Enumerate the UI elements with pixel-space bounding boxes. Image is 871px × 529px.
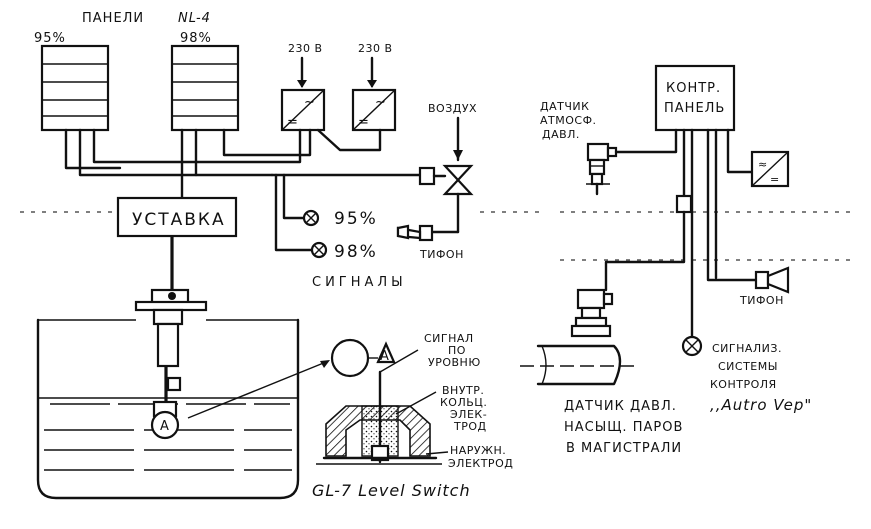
level-switch-caption: GL-7 Level Switch — [312, 481, 471, 500]
converter-right: ≈ = — [750, 150, 790, 188]
converter-symbol: ≈ — [758, 158, 768, 171]
control-panel-line1: КОНТР. — [666, 81, 721, 96]
air-valve: ВОЗДУХ — [418, 102, 477, 234]
panel-right-value: 98% — [180, 31, 212, 46]
converter-symbol: = — [770, 173, 780, 186]
lamp-1-value: 95% — [334, 209, 378, 229]
signal-line1: СИГНАЛ — [424, 332, 474, 345]
atm-pressure-sensor: ДАТЧИК АТМОСФ. ДАВЛ. — [540, 100, 678, 196]
panels-model: NL-4 — [178, 11, 211, 26]
power-converter-left: 230 В ~ = — [280, 42, 326, 132]
typhon-right: ТИФОН — [739, 266, 790, 307]
steam-pressure-sensor — [520, 288, 634, 386]
atm-line3: ДАВЛ. — [542, 128, 580, 141]
zoom-leader — [187, 361, 327, 419]
typhon-right-label: ТИФОН — [739, 294, 784, 307]
panel-left-value: 95% — [34, 31, 66, 46]
signal-line3: УРОВНЮ — [428, 356, 481, 369]
control-panel: КОНТР. ПАНЕЛЬ — [654, 64, 736, 132]
alarm-line1: СИГНАЛИЗ. — [712, 342, 782, 355]
dc-icon: = — [358, 115, 370, 130]
steam-line2: НАСЫЩ. ПАРОВ — [564, 420, 683, 435]
air-label: ВОЗДУХ — [428, 102, 477, 115]
ac-icon: ~ — [304, 95, 316, 110]
panels-heading: ПАНЕЛИ NL-4 95% 98% — [34, 11, 212, 46]
signals-caption: СИГНАЛЫ — [312, 275, 407, 290]
setpoint-label: УСТАВКА — [132, 210, 226, 230]
level-switch-detail — [316, 349, 449, 465]
alarm-line3: КОНТРОЛЯ — [710, 378, 777, 391]
signal-lamp-1: 95% — [302, 209, 378, 229]
signal-line2: ПО — [448, 344, 466, 357]
power-right-label: 230 В — [358, 42, 393, 55]
float-marker-remote: A — [330, 338, 396, 378]
alarm-lamp: СИГНАЛИЗ. СИСТЕМЫ КОНТРОЛЯ ,,Autro Vep" — [681, 335, 812, 414]
wiring-left — [64, 128, 422, 252]
panel-right — [170, 44, 240, 132]
inner-line3: ЭЛЕК- — [450, 408, 487, 421]
atm-line1: ДАТЧИК — [540, 100, 589, 113]
float-marker-tank: A — [150, 400, 180, 440]
typhon-left-label: ТИФОН — [419, 248, 464, 261]
level-sensor — [134, 288, 208, 402]
inner-line4: ТРОД — [453, 420, 487, 433]
atm-line2: АТМОСФ. — [540, 114, 597, 127]
panels-title: ПАНЕЛИ — [82, 11, 144, 26]
control-panel-line2: ПАНЕЛЬ — [664, 101, 725, 116]
steam-line1: ДАТЧИК ДАВЛ. — [564, 399, 677, 414]
panel-left — [40, 44, 110, 132]
steam-line3: В МАГИСТРАЛИ — [566, 441, 682, 456]
alarm-line2: СИСТЕМЫ — [718, 360, 778, 373]
power-left-label: 230 В — [288, 42, 323, 55]
ac-icon: ~ — [375, 95, 387, 110]
setpoint-box: УСТАВКА — [116, 196, 238, 238]
float-remote-label: A — [380, 349, 390, 364]
power-converter-right: 230 В ~ = — [351, 42, 397, 132]
outer-line2: ЭЛЕКТРОД — [448, 457, 513, 470]
lamp-2-value: 98% — [334, 242, 378, 262]
inner-line1: ВНУТР. — [442, 384, 484, 397]
wiring-right — [604, 128, 758, 340]
signal-lamp-2: 98% — [310, 241, 378, 262]
typhon-left: ТИФОН — [396, 224, 464, 261]
alarm-line4: ,,Autro Vep" — [710, 396, 812, 414]
outer-line1: НАРУЖН. — [450, 444, 506, 457]
float-tank-label: A — [160, 419, 170, 434]
dc-icon: = — [287, 115, 299, 130]
inner-line2: КОЛЬЦ. — [440, 396, 487, 409]
